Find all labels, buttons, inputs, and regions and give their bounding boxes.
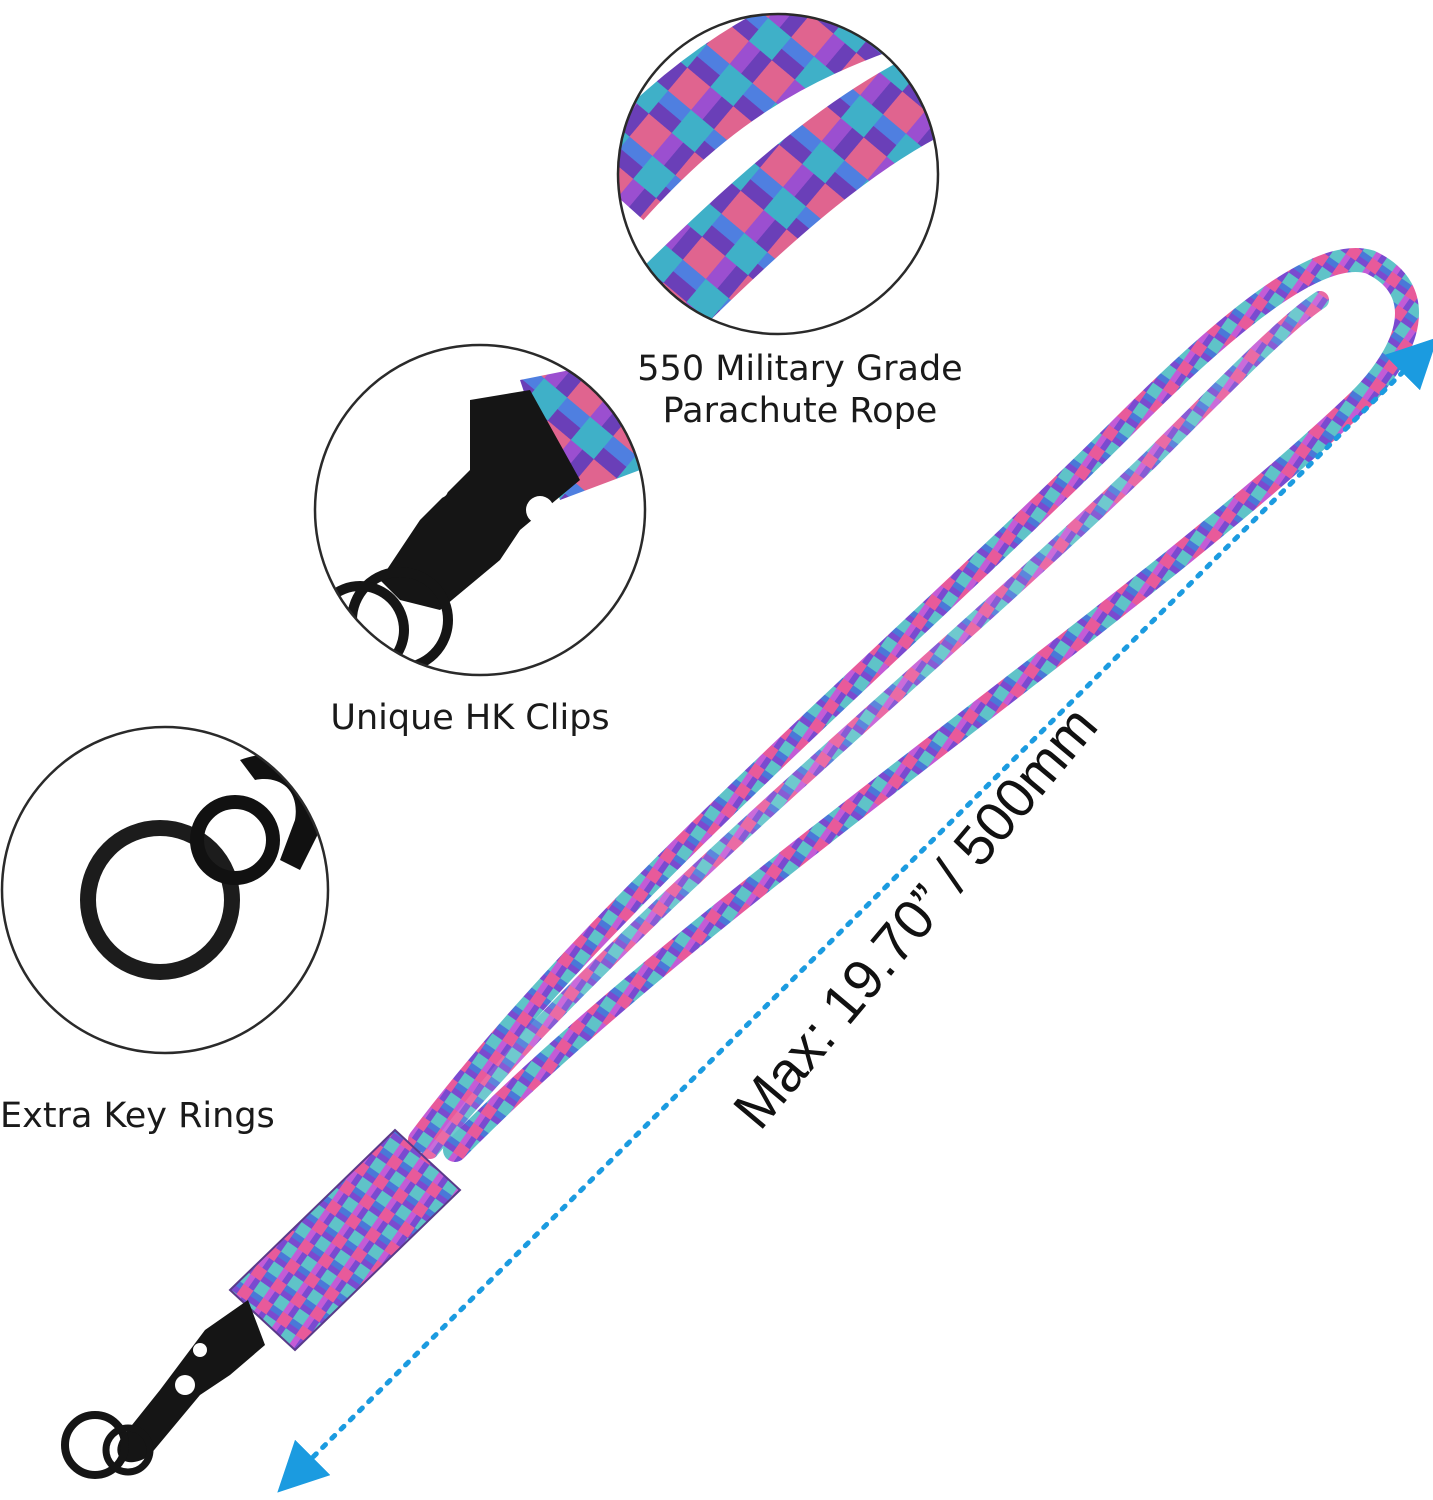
hk-clip-closeup-callout xyxy=(313,343,647,677)
rope-caption-line2: Parachute Rope xyxy=(662,391,938,431)
clips-caption: Unique HK Clips xyxy=(330,698,610,738)
cobra-weave-sleeve xyxy=(228,1128,462,1352)
measurement-arrow xyxy=(277,337,1433,1493)
rings-caption: Extra Key Rings xyxy=(0,1096,275,1136)
braided-rope-closeup-icon xyxy=(618,14,938,334)
bottom-hk-clip xyxy=(117,1300,265,1463)
rope-closeup-callout xyxy=(616,12,940,336)
rope-caption-line1: 550 Military Grade xyxy=(637,349,963,389)
bottom-key-rings xyxy=(61,1411,154,1479)
key-ring-closeup-callout xyxy=(0,725,330,1055)
hk-clip-closeup-icon xyxy=(315,345,645,675)
rope-caption: 550 Military Grade Parachute Rope xyxy=(600,348,1000,432)
